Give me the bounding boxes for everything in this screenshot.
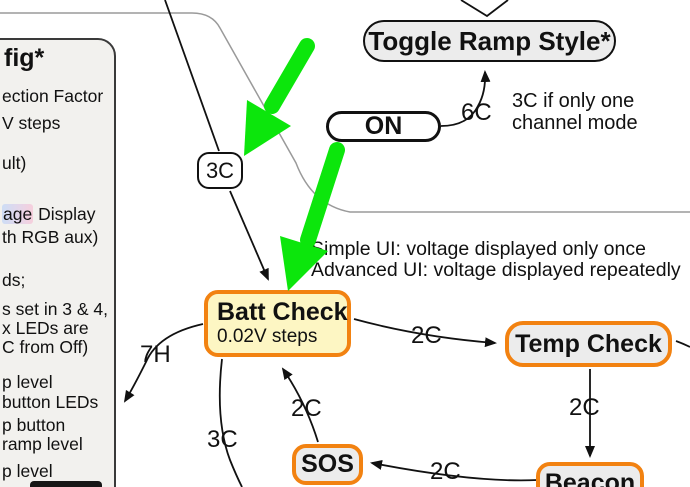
note-line: Simple UI: voltage displayed only once	[311, 238, 646, 260]
panel-line: ramp level	[2, 434, 83, 454]
node-on: ON	[326, 111, 441, 142]
panel-line: ult)	[2, 153, 27, 173]
node-entry-3c: 3C	[197, 152, 243, 189]
edge-label-6c: 6C	[461, 99, 492, 126]
panel-line: C from Off)	[2, 337, 89, 357]
edge-label-2c-batt-temp: 2C	[411, 322, 442, 349]
note-line: channel mode	[512, 111, 638, 134]
note-line: Advanced UI: voltage displayed repeatedl…	[311, 258, 681, 281]
note-line: 3C if only one	[512, 90, 635, 112]
edge-label-3c-down: 3C	[207, 426, 238, 453]
panel-line-rest: Display	[33, 204, 96, 224]
edge-3c-to-batt	[229, 190, 269, 281]
edge-batt-exit-left	[123, 323, 204, 403]
panel-line: p level	[2, 372, 53, 392]
config-panel	[0, 38, 116, 487]
node-batt-check: Batt Check 0.02V steps	[204, 290, 351, 357]
panel-line-voltage: age Display	[2, 204, 95, 224]
batt-check-subtitle: 0.02V steps	[217, 326, 318, 347]
edge-label-2c-sos-batt: 2C	[291, 395, 322, 422]
edge-entry-to-3c	[164, 0, 220, 152]
gray-guide-line	[0, 12, 690, 213]
panel-line: ds;	[2, 270, 26, 290]
green-arrow-to-batt-check	[280, 142, 345, 291]
panel-line: th RGB aux)	[2, 227, 99, 247]
edge-label-2c-beacon-sos: 2C	[430, 458, 461, 485]
panel-line: x LEDs are	[2, 318, 89, 338]
edge-batt-to-temp	[353, 318, 497, 348]
config-panel-title: fig*	[4, 44, 45, 72]
clipped-node-top-edge	[30, 481, 102, 487]
edge-temp-to-right	[675, 340, 690, 348]
node-beacon: Beacon	[536, 462, 644, 487]
panel-line: button LEDs	[2, 392, 99, 412]
edge-label-7h: 7H	[140, 341, 171, 368]
edge-on-to-toggle	[440, 70, 491, 127]
note-voltage-display: Simple UI: voltage displayed only once A…	[311, 239, 681, 280]
node-temp-check: Temp Check	[505, 321, 672, 367]
node-toggle-ramp-style: Toggle Ramp Style*	[363, 20, 616, 62]
highlighted-text: age	[2, 204, 34, 224]
edge-sos-to-batt	[281, 367, 319, 443]
panel-line: p button	[2, 415, 66, 435]
note-single-channel: 3C if only one channel mode	[512, 90, 638, 134]
batt-check-title: Batt Check	[217, 298, 348, 326]
edge-label-2c-temp-beacon: 2C	[569, 394, 600, 421]
node-sos: SOS	[292, 444, 363, 485]
edge-batt-exit-down	[218, 358, 243, 487]
panel-line: p level	[2, 461, 53, 481]
panel-line: V steps	[2, 113, 61, 133]
green-arrow-to-3c	[244, 38, 315, 156]
panel-line: s set in 3 & 4,	[2, 299, 109, 319]
edge-beacon-to-sos	[370, 459, 539, 482]
panel-line: ection Factor	[2, 86, 104, 106]
merge-v-lines	[460, 0, 509, 18]
